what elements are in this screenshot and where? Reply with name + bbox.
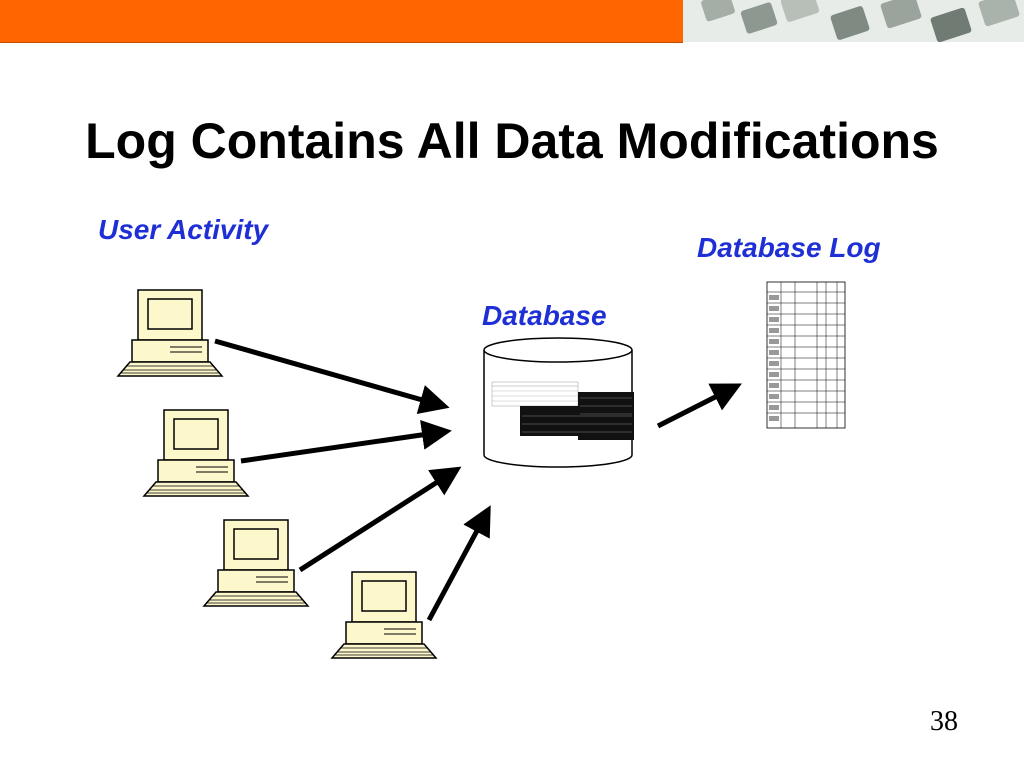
database-cylinder-icon (484, 338, 634, 467)
arrow-icon (300, 472, 453, 570)
computer-icon (332, 572, 436, 658)
computer-icon (204, 520, 308, 606)
arrow-icon (215, 341, 440, 405)
arrow-icon (429, 514, 486, 620)
arrow-icon (241, 432, 442, 461)
log-table-icon (767, 282, 845, 428)
computer-icon (118, 290, 222, 376)
computer-icon (144, 410, 248, 496)
page-number: 38 (930, 706, 958, 738)
arrow-icon (658, 388, 733, 426)
